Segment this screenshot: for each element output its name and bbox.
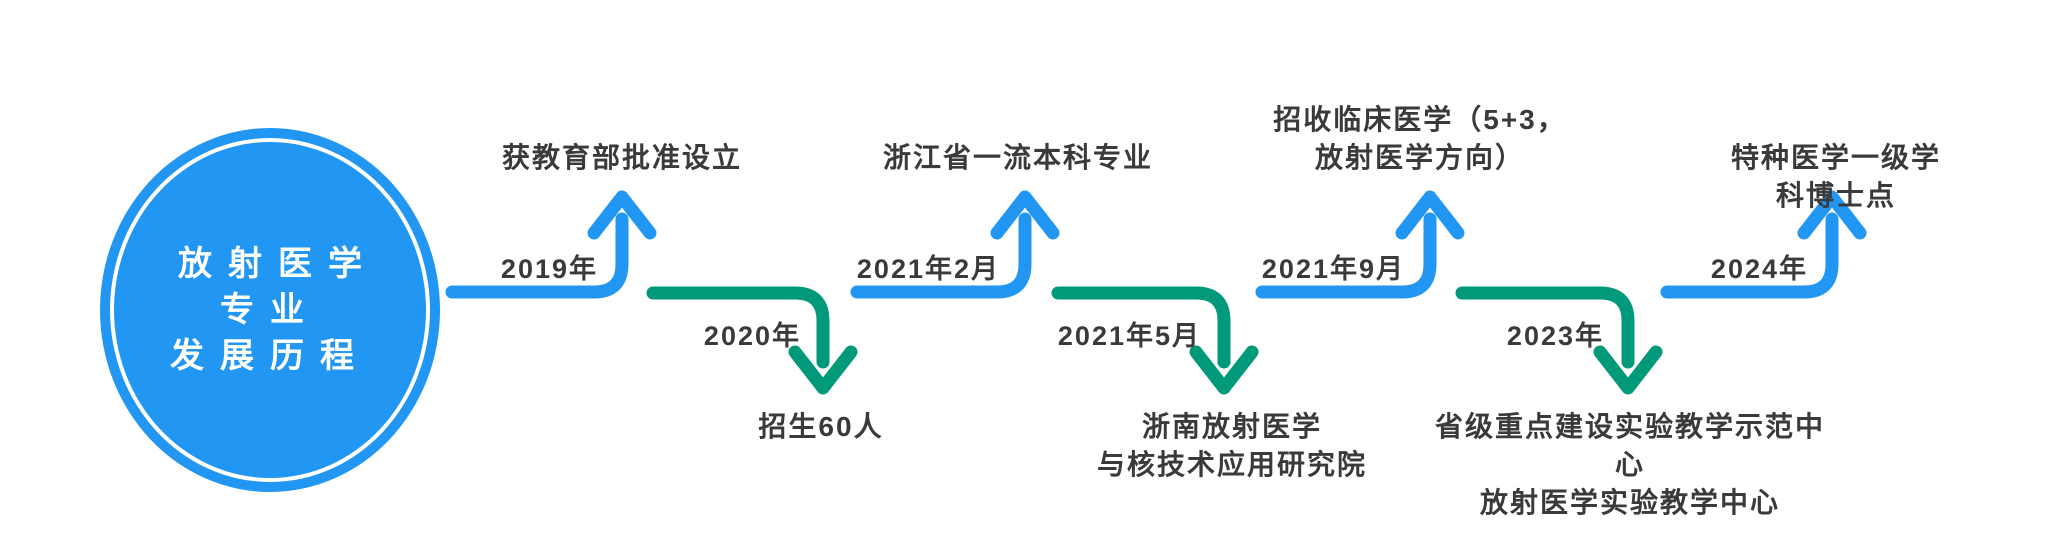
timeline-title: 获教育部批准设立 <box>501 142 743 173</box>
timeline-date: 2020年 <box>703 321 801 351</box>
connector-2020 <box>646 286 830 369</box>
connector-2023 <box>1455 286 1635 369</box>
timeline-title: 浙南放射医学 与核技术应用研究院 <box>1096 411 1368 480</box>
connector-2024 <box>1660 212 1839 299</box>
connector-2021-02 <box>850 212 1032 299</box>
connector-2021-09 <box>1255 212 1437 299</box>
timeline-date: 2021年5月 <box>1057 321 1201 351</box>
timeline-title: 特种医学一级学科博士点 <box>1730 142 1941 211</box>
connector-2021-05 <box>1051 286 1231 369</box>
timeline-date: 2024年 <box>1710 254 1808 284</box>
hub-title: 放射医学 专业 发展历程 <box>170 245 378 375</box>
arrow-down-icon-2023 <box>1593 345 1663 395</box>
timeline-title: 浙江省一流本科专业 <box>882 142 1154 173</box>
arrow-up-icon-2021-02 <box>990 190 1060 240</box>
arrow-up-icon-2021-09 <box>1395 190 1465 240</box>
arrow-up-icon-2024 <box>1797 190 1867 240</box>
timeline-date: 2021年9月 <box>1261 254 1405 284</box>
arrow-down-icon-2021-05 <box>1189 345 1259 395</box>
hub-circle: 放射医学 专业 发展历程 <box>100 128 440 492</box>
timeline-date: 2019年 <box>500 254 598 284</box>
connector-2019 <box>445 212 629 299</box>
timeline-title: 招生60人 <box>758 411 884 442</box>
timeline-title: 省级重点建设实验教学示范中心 放射医学实验教学中心 <box>1434 411 1825 518</box>
arrow-up-icon-2019 <box>587 190 657 240</box>
timeline-date: 2023年 <box>1506 321 1604 351</box>
timeline-title: 招收临床医学（5+3， 放射医学方向） <box>1273 104 1567 173</box>
arrow-down-icon-2020 <box>788 345 858 395</box>
timeline-date: 2021年2月 <box>856 254 1000 284</box>
